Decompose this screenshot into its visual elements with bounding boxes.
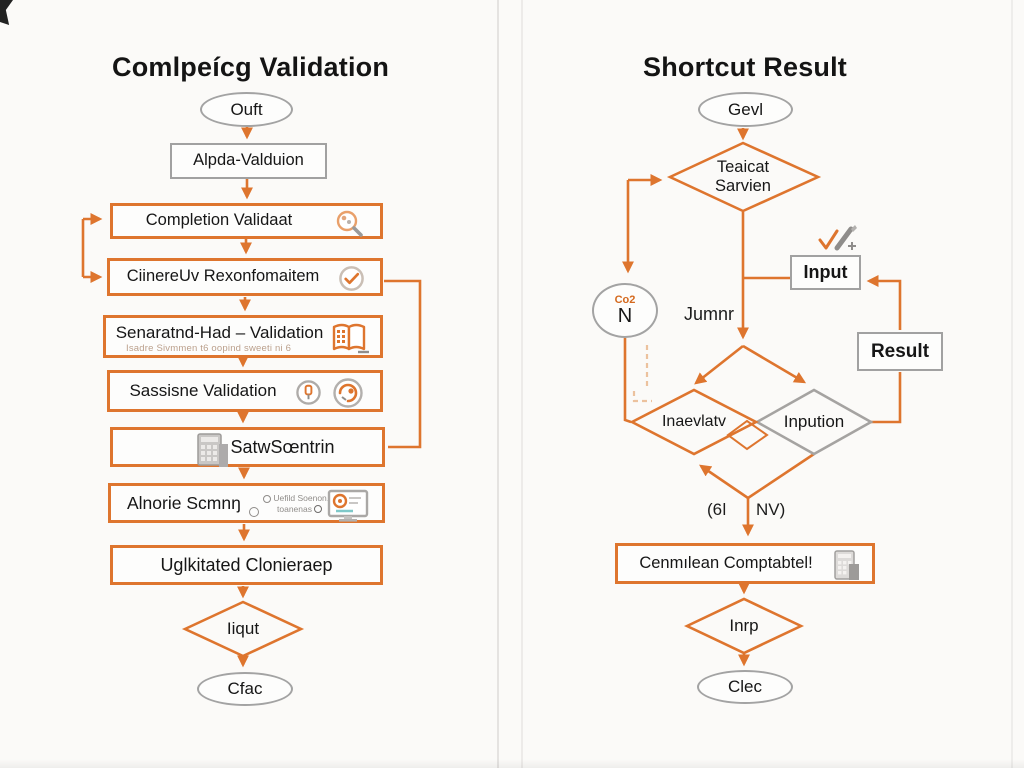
alpda-box: Alpda-Valduion <box>170 143 327 179</box>
input-box-label: Input <box>803 262 848 283</box>
end-oval-left: Cfac <box>197 672 293 706</box>
panel-divider <box>521 0 523 768</box>
dial-icon <box>333 378 363 408</box>
co2-oval: Co2 N <box>592 283 658 338</box>
inrp-diamond <box>683 597 805 655</box>
completion-box-label: Completion Validaat <box>145 211 293 230</box>
open-book-icon <box>332 323 369 354</box>
satw-box-label: SatwSœntrin <box>230 436 335 457</box>
bottom-shade <box>0 759 1024 768</box>
faded-dashed-lines <box>632 345 652 403</box>
start-oval-left: Ouft <box>200 92 293 127</box>
ciinere-box-label: CiinereUv Rexonfomaitem <box>126 267 320 286</box>
alnorie-box-smalltext: Uefild Soenon.co toanenas <box>263 493 338 514</box>
monitor-icon <box>327 489 369 522</box>
paren-left-label: (6ǀ <box>707 500 727 519</box>
co2-oval-toplabel: Co2 <box>614 294 636 306</box>
alnorie-box-label: Alnorie Scmnŋ <box>127 492 241 513</box>
decision-diamond-left-label: Iiqut <box>226 619 260 639</box>
start-oval-right: Gevl <box>698 92 793 127</box>
teaicat-diamond-label: Teaicat Sarvien <box>688 147 798 207</box>
alnorie-sub2-label: toanenas <box>277 503 312 514</box>
right-panel-title: Shortcut Result <box>642 52 847 82</box>
uglkitated-box: Uglkitated Clonieraep <box>110 545 383 585</box>
small-overlap-diamond <box>726 419 769 451</box>
satw-box: SatwSœntrin <box>110 427 385 467</box>
clipboard-calculator-icon <box>834 550 859 580</box>
uglkitated-box-label: Uglkitated Clonieraep <box>160 554 333 575</box>
search-icon <box>336 210 363 237</box>
end-oval-left-label: Cfac <box>227 679 263 699</box>
inrp-diamond-label: Inrp <box>729 616 759 636</box>
result-box: Result <box>857 332 943 371</box>
calculator-icon <box>197 433 228 467</box>
co2-oval-value: N <box>617 305 633 327</box>
alnorie-box: Alnorie Scmnŋ Uefild Soenon.co toanenas <box>108 483 385 523</box>
start-oval-left-label: Ouft <box>230 99 263 119</box>
senaratnd-box: Senaratnd-Had – Validation Isadre Sivmme… <box>103 315 383 358</box>
teaicat-line2: Sarvien <box>715 177 771 195</box>
alnorie-sub1-label: Uefild Soenon.co <box>273 493 339 503</box>
at-badge-icon <box>314 505 323 514</box>
left-panel-title: Comlpeícg Validation <box>112 52 390 82</box>
result-box-label: Result <box>870 340 930 362</box>
alpda-box-label: Alpda-Valduion <box>193 151 304 170</box>
teaicat-line1: Teaicat <box>716 158 770 177</box>
jumnr-label: Jumnr <box>684 304 735 324</box>
panel-divider <box>1011 0 1013 768</box>
ciinere-box: CiinereUv Rexonfomaitem <box>107 258 383 296</box>
cenmrlean-box: Cenmılean Comptabtel! <box>615 543 875 584</box>
senaratnd-box-label: Senaratnd-Had – Validation <box>115 323 324 342</box>
cenmrlean-box-label: Cenmılean Comptabtel! <box>639 553 813 572</box>
connector-arrows <box>81 127 902 668</box>
sassisne-box-label: Sassisne Validation <box>129 381 277 401</box>
sassisne-box: Sassisne Validation <box>107 370 383 412</box>
senaratnd-box-subtitle: Isadre Sivmmen t6 oopind sweeti ni 6 <box>126 343 292 354</box>
end-oval-right: Clec <box>697 670 793 704</box>
inaevlatv-diamond-label: Inaevlatv <box>661 412 727 430</box>
decision-diamond-left <box>181 600 305 658</box>
input-box: Input <box>790 255 861 290</box>
inaevlatv-diamond <box>629 388 759 456</box>
at-badge-icon <box>249 507 259 517</box>
at-badge-icon <box>263 494 271 503</box>
panel-divider <box>497 0 499 768</box>
start-oval-right-label: Gevl <box>728 99 763 119</box>
check-pencil-icon <box>818 225 857 251</box>
gauge-icon <box>296 380 321 405</box>
inpution-diamond <box>754 388 874 456</box>
check-circle-icon <box>339 266 364 291</box>
paren-right-label: NV) <box>756 500 786 519</box>
inpution-diamond-label: Inpution <box>783 412 845 432</box>
end-oval-right-label: Clec <box>727 677 762 697</box>
completion-box: Completion Validaat <box>110 203 383 239</box>
teaicat-diamond <box>666 141 822 213</box>
diamond-shapes <box>181 141 874 658</box>
